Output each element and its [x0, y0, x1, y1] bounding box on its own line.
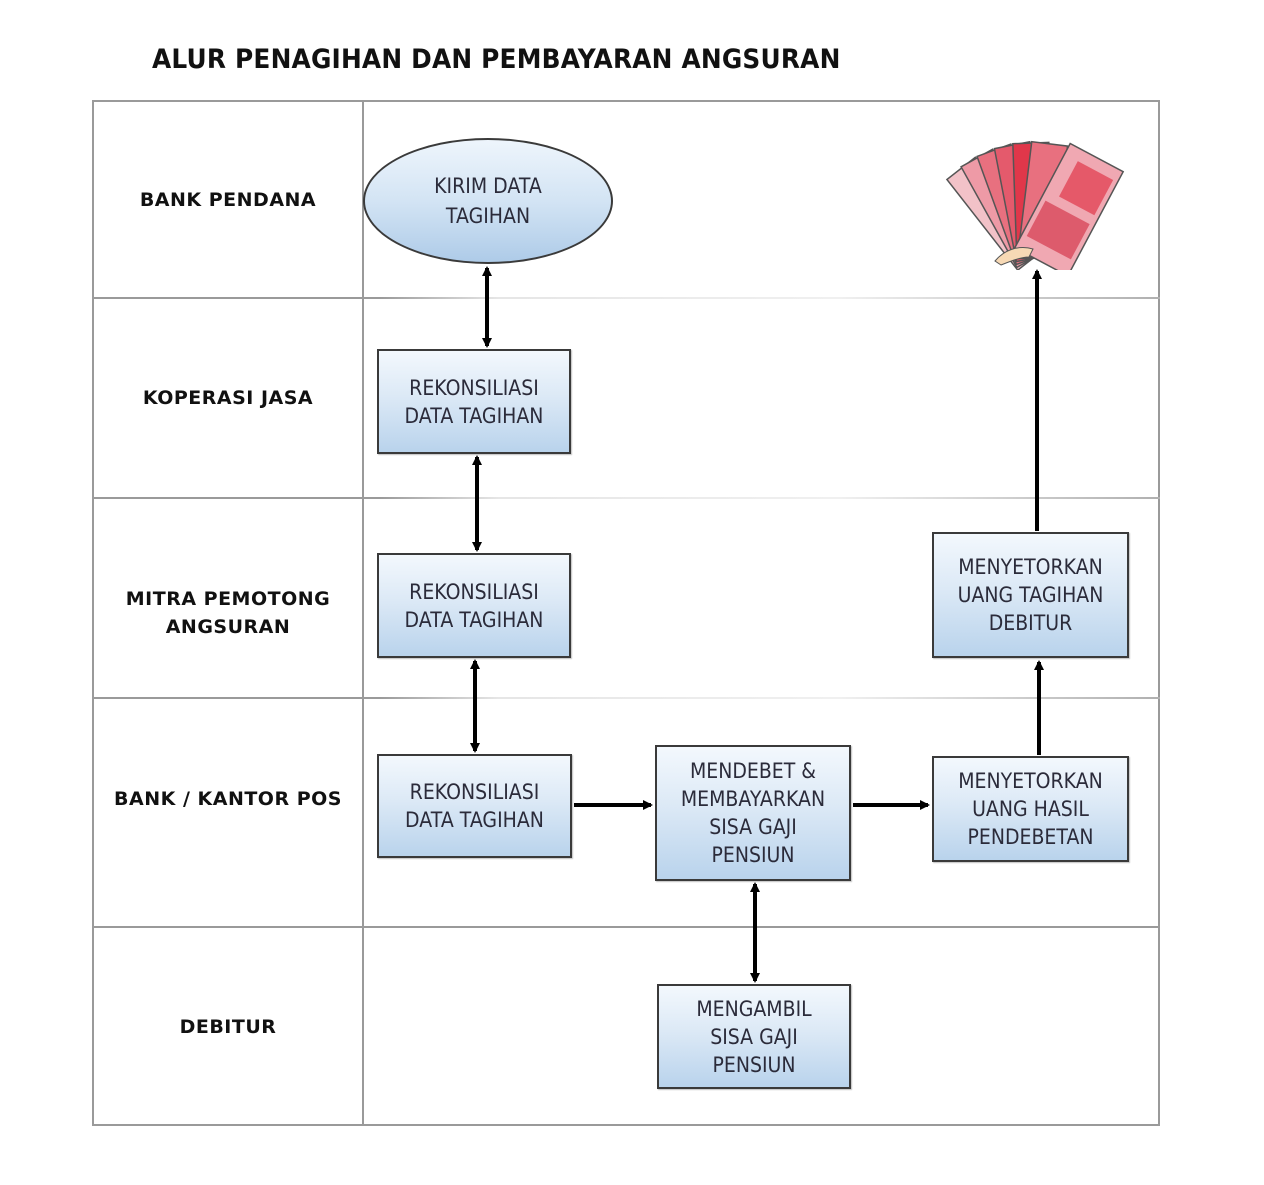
node-setor-tagihan: MENYETORKAN UANG TAGIHAN DEBITUR — [932, 532, 1129, 658]
banknote — [945, 140, 1125, 270]
node-label: REKONSILIASI DATA TAGIHAN — [404, 579, 544, 632]
node-kirim-data-tagihan: KIRIM DATA TAGIHAN — [363, 138, 613, 264]
node-label: REKONSILIASI DATA TAGIHAN — [404, 375, 544, 428]
lane-label-mitra-pemotong: MITRA PEMOTONG ANGSURAN — [125, 588, 331, 638]
node-rekonsiliasi-bank: REKONSILIASI DATA TAGIHAN — [377, 754, 572, 858]
lane-divider — [92, 926, 1160, 928]
lane-label-debitur: DEBITUR — [179, 1016, 277, 1038]
node-label: KIRIM DATA TAGIHAN — [434, 174, 542, 228]
node-setor-hasil: MENYETORKAN UANG HASIL PENDEBETAN — [932, 756, 1129, 862]
lane-label-bank-kantor-pos: BANK / KANTOR POS — [114, 788, 342, 810]
lane-divider — [92, 297, 1160, 299]
diagram-title: ALUR PENAGIHAN DAN PEMBAYARAN ANGSURAN — [152, 44, 841, 75]
node-label: MENYETORKAN UANG HASIL PENDEBETAN — [958, 769, 1103, 849]
node-mendebet: MENDEBET & MEMBAYARKAN SISA GAJI PENSIUN — [655, 745, 851, 881]
node-label: MENGAMBIL SISA GAJI PENSIUN — [696, 996, 812, 1077]
money-banknotes-icon — [945, 140, 1125, 270]
lane-label-koperasi-jasa: KOPERASI JASA — [142, 387, 314, 409]
node-mengambil: MENGAMBIL SISA GAJI PENSIUN — [657, 984, 851, 1089]
swimlane-frame — [92, 100, 1160, 1126]
lane-divider — [92, 497, 1160, 499]
node-label: REKONSILIASI DATA TAGIHAN — [405, 780, 544, 832]
lane-divider — [92, 697, 1160, 699]
lane-divider-vertical — [362, 100, 364, 1126]
lane-label-bank-pendana: BANK PENDANA — [139, 188, 317, 211]
node-label: MENDEBET & MEMBAYARKAN SISA GAJI PENSIUN — [680, 759, 826, 867]
node-rekonsiliasi-koperasi: REKONSILIASI DATA TAGIHAN — [377, 349, 571, 454]
node-label: MENYETORKAN UANG TAGIHAN DEBITUR — [957, 555, 1104, 635]
node-rekonsiliasi-mitra: REKONSILIASI DATA TAGIHAN — [377, 553, 571, 658]
